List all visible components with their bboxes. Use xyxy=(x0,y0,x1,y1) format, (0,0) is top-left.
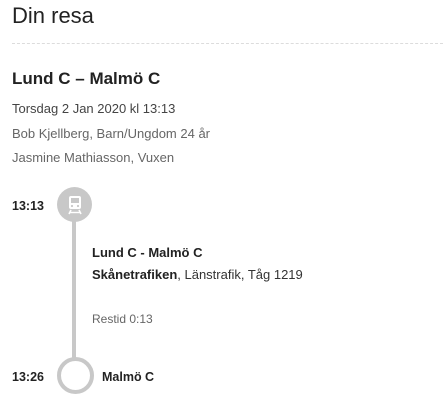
train-icon xyxy=(66,195,84,215)
segment-operator: Skånetrafiken, Länstrafik, Tåg 1219 xyxy=(92,266,303,283)
segment-details: , Länstrafik, Tåg 1219 xyxy=(177,267,303,282)
travel-duration: Restid 0:13 xyxy=(92,312,153,326)
segment-title: Lund C - Malmö C xyxy=(92,245,203,260)
train-node xyxy=(57,187,92,222)
arrival-time: 13:26 xyxy=(12,370,44,384)
route-title: Lund C – Malmö C xyxy=(12,69,161,88)
header-divider xyxy=(12,43,443,44)
page-title: Din resa xyxy=(12,3,94,28)
timeline-rail xyxy=(72,205,76,365)
departure-time: 13:13 xyxy=(12,199,44,213)
passenger-1: Bob Kjellberg, Barn/Ungdom 24 år xyxy=(12,126,211,141)
arrival-station: Malmö C xyxy=(102,370,155,384)
operator-name: Skånetrafiken xyxy=(92,267,178,282)
journey-datetime: Torsdag 2 Jan 2020 kl 13:13 xyxy=(12,101,176,116)
passenger-2: Jasmine Mathiasson, Vuxen xyxy=(12,150,175,165)
arrival-node xyxy=(57,357,94,394)
